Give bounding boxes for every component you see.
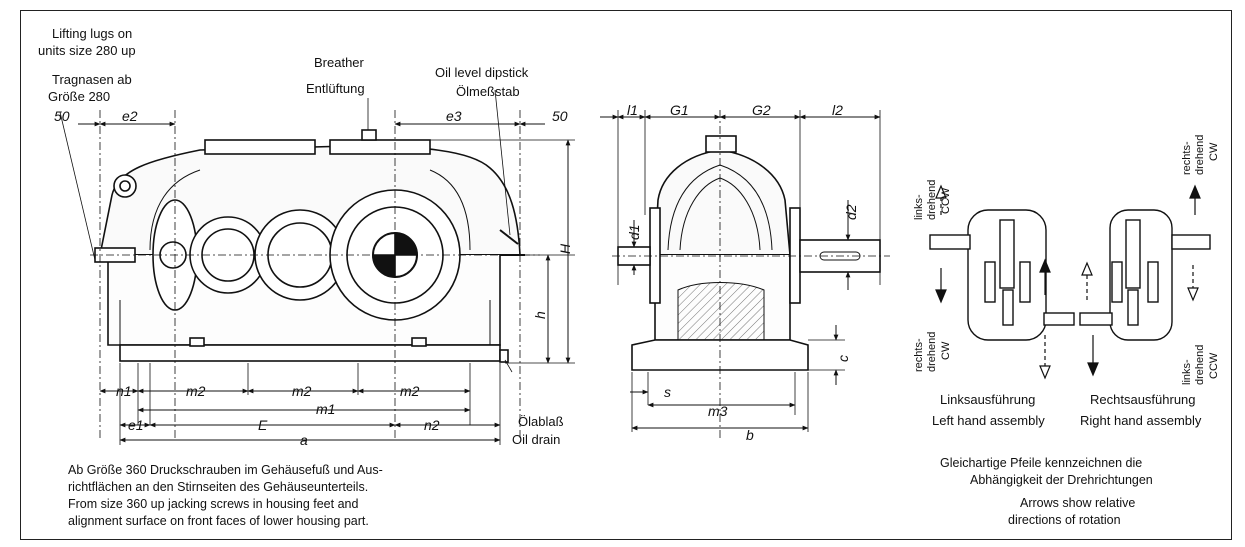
drawing-frame (20, 10, 1232, 540)
lh-rechts-drehend-1: rechts- (913, 338, 925, 372)
notes: Ab Größe 360 Druckschrauben im Gehäusefu… (68, 456, 1153, 528)
lh-cw: CW (940, 341, 952, 360)
dim-m2-a: m2 (186, 383, 206, 399)
dim-d2: d2 (843, 204, 859, 220)
breather (361, 129, 377, 141)
dipstick-en: Oil level dipstick (435, 65, 529, 80)
dim-G1: G1 (670, 102, 689, 118)
rh-links-drehend-2: drehend (1194, 345, 1206, 385)
dim-s: s (664, 384, 671, 400)
dim-G2: G2 (752, 102, 771, 118)
inspection-cover-right (329, 139, 431, 155)
dim-m2-c: m2 (400, 383, 420, 399)
rh-links-drehend-1: links- (1181, 359, 1193, 385)
dim-l1: l1 (627, 102, 638, 118)
lh-links-drehend-1: links- (913, 194, 925, 220)
right-assembly-de: Rechtsausführung (1090, 392, 1196, 407)
dim-E: E (258, 417, 268, 433)
lh-ccw: CCW (940, 187, 952, 214)
right-assembly-en: Right hand assembly (1080, 413, 1202, 428)
dim-a: a (300, 432, 308, 448)
dim-h: h (532, 311, 548, 319)
lifting-lugs-en-1: Lifting lugs on (52, 26, 132, 41)
rh-output-shaft (1079, 312, 1113, 326)
dim-b: b (746, 427, 754, 443)
note-arrows-en-2: directions of rotation (1008, 513, 1121, 527)
dim-n1: n1 (116, 383, 132, 399)
note-arrows-de-1: Gleichartige Pfeile kennzeichnen die (940, 456, 1142, 470)
side-view-dimensions: l1 G1 G2 l2 d1 d2 c s m3 b (626, 102, 859, 443)
note-jacking-en-1: From size 360 up jacking screws in housi… (68, 497, 358, 511)
assembly-labels: Linksausführung Left hand assembly Recht… (932, 392, 1202, 428)
left-assembly-en: Left hand assembly (932, 413, 1045, 428)
rh-rechts-drehend-2: drehend (1194, 135, 1206, 175)
rh-cw: CW (1208, 142, 1220, 161)
rh-input-shaft (1171, 234, 1211, 250)
drain-de: Ölablaß (518, 414, 564, 429)
lh-links-drehend-2: drehend (926, 180, 938, 220)
rotation-labels: links- drehend CCW rechts- drehend CW re… (913, 135, 1220, 385)
side-view (617, 135, 881, 371)
breather-en: Breather (314, 55, 365, 70)
base-foot (119, 344, 501, 362)
breather-de: Entlüftung (306, 81, 365, 96)
dim-e3: e3 (446, 108, 462, 124)
note-jacking-en-2: alignment surface on front faces of lowe… (68, 514, 369, 528)
dim-d1: d1 (626, 224, 642, 240)
front-view-dimensions: 50 e2 e3 50 H h n1 m2 m2 m2 m1 e1 E n2 a (54, 108, 573, 448)
front-view-labels: Lifting lugs on units size 280 up Tragna… (38, 26, 564, 447)
lh-output-shaft (1043, 312, 1075, 326)
note-arrows-en-1: Arrows show relative (1020, 496, 1135, 510)
oil-dipstick (499, 229, 519, 245)
dim-e1: e1 (128, 417, 144, 433)
drain-en: Oil drain (512, 432, 560, 447)
lh-input-shaft (929, 234, 971, 250)
lifting-lug (113, 174, 137, 198)
note-jacking-de-1: Ab Größe 360 Druckschrauben im Gehäusefu… (68, 463, 383, 477)
right-hand-assembly (1079, 209, 1211, 341)
dim-m2-b: m2 (292, 383, 312, 399)
left-assembly-de: Linksausführung (940, 392, 1035, 407)
dim-c: c (835, 355, 851, 362)
lifting-lugs-de-1: Tragnasen ab (52, 72, 132, 87)
dim-m3: m3 (708, 403, 728, 419)
dim-H: H (557, 243, 573, 254)
rh-rechts-drehend-1: rechts- (1181, 141, 1193, 175)
dim-50-left: 50 (54, 108, 70, 124)
lifting-lugs-en-2: units size 280 up (38, 43, 136, 58)
dipstick-de: Ölmeßstab (456, 84, 520, 99)
inspection-cover-left (204, 139, 316, 155)
lifting-lugs-de-2: Größe 280 (48, 89, 110, 104)
lh-rechts-drehend-2: drehend (926, 332, 938, 372)
dim-m1: m1 (316, 401, 335, 417)
oil-drain-plug (499, 349, 509, 363)
dim-e2: e2 (122, 108, 138, 124)
rh-ccw: CCW (1208, 352, 1220, 379)
left-hand-assembly (929, 209, 1075, 341)
note-arrows-de-2: Abhängigkeit der Drehrichtungen (970, 473, 1153, 487)
dim-l2: l2 (832, 102, 843, 118)
dim-n2: n2 (424, 417, 440, 433)
front-view (94, 129, 525, 363)
note-jacking-de-2: richtflächen an den Stirnseiten des Gehä… (68, 480, 368, 494)
dim-50-right: 50 (552, 108, 568, 124)
